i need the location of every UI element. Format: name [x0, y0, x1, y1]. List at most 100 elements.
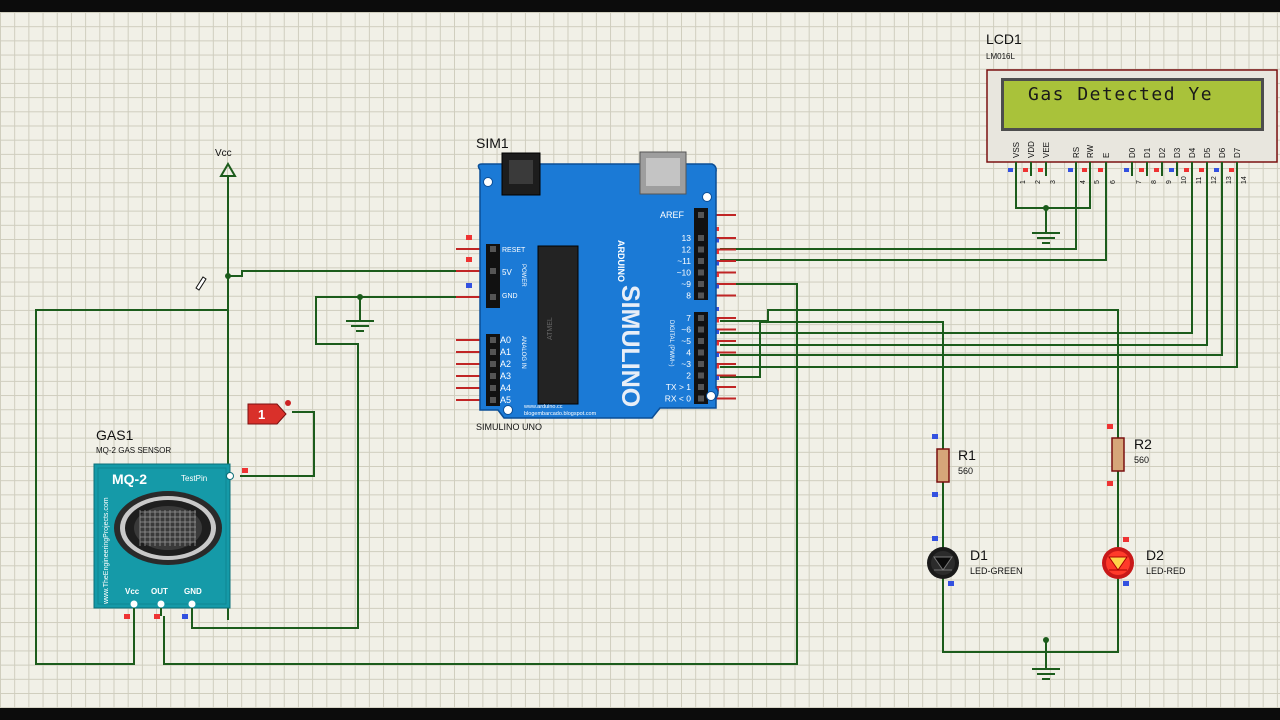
lcd-pin-name: VEE — [1042, 142, 1051, 158]
digital-pin-label: ~6 — [681, 325, 691, 335]
analog-pin-label: A0 — [500, 335, 511, 345]
sensor-side-url: www.TheEngineeringProjects.com — [103, 497, 110, 605]
wire-d6[interactable] — [720, 176, 1223, 356]
wire-d2-r1[interactable] — [720, 321, 944, 450]
digital-pin-label: 2 — [686, 371, 691, 381]
wire-gnd-sensor[interactable] — [191, 296, 360, 629]
lcd-pin-number: 4 — [1080, 180, 1087, 184]
power-label: POWER — [520, 264, 526, 287]
resistor-r2[interactable]: R2 560 — [1107, 424, 1152, 580]
url-arduino: www.arduino.cc — [523, 404, 563, 410]
digital-pin-label: 7 — [686, 313, 691, 323]
lcd-pin-number: 13 — [1226, 176, 1233, 184]
digital-pin-label: 12 — [682, 245, 692, 255]
lcd-pin-number: 12 — [1211, 176, 1218, 184]
lcd-pin-name: D2 — [1158, 147, 1167, 158]
gnd-label: GND — [502, 293, 518, 300]
gas-desc: MQ-2 GAS SENSOR — [96, 446, 171, 455]
ground-symbol-lcd — [1032, 232, 1060, 244]
lcd-pin-number: 7 — [1136, 180, 1143, 184]
led-d1-green[interactable]: D1 LED-GREEN — [927, 536, 1023, 586]
lcd-pin-name: D7 — [1233, 147, 1242, 158]
digital-pin-label: TX > 1 — [666, 382, 692, 392]
wires[interactable] — [35, 176, 1238, 668]
analog-pin-label: A4 — [500, 383, 511, 393]
lcd-screen — [1004, 81, 1261, 128]
lcd-pin-name: D3 — [1173, 147, 1182, 158]
arduino-brand: ARDUINO — [616, 240, 626, 282]
lcd-pin-name: D5 — [1203, 147, 1212, 158]
digital-pin-label: ~11 — [677, 256, 691, 266]
ground-symbol-leds — [1032, 668, 1060, 680]
wire-vcc-sensor[interactable] — [35, 309, 228, 665]
lcd-pin-name: VSS — [1012, 142, 1021, 158]
v5-label: 5V — [502, 268, 512, 277]
digital-pin-label: ~3 — [681, 359, 691, 369]
lcd-pin-number: 8 — [1151, 180, 1158, 184]
lcd-pin-name: RS — [1072, 147, 1081, 158]
lcd-pin-number: 11 — [1196, 177, 1203, 184]
digital-pin-label: ~9 — [681, 279, 691, 289]
schematic-canvas[interactable]: Vcc 1 SIM1 — [0, 12, 1280, 708]
led-d2-red[interactable]: D2 LED-RED — [1102, 537, 1186, 586]
wire-rs[interactable] — [720, 176, 1077, 250]
d2-desc: LED-RED — [1146, 566, 1186, 576]
analog-pin-label: A2 — [500, 359, 511, 369]
d1-ref: D1 — [970, 547, 988, 563]
pin-gnd-label: GND — [184, 587, 202, 596]
digital-pin-label: ~10 — [677, 268, 692, 278]
wire-d4[interactable] — [720, 176, 1193, 334]
junctions — [225, 205, 1049, 643]
digital-pin-label: 8 — [686, 291, 691, 301]
ground-symbol-arduino — [346, 320, 374, 332]
wire-d7-r2[interactable] — [720, 309, 1119, 450]
wire-testpin[interactable] — [240, 411, 315, 477]
wire-vcc-5v[interactable] — [228, 270, 478, 277]
gas-ref: GAS1 — [96, 427, 134, 443]
lcd-pin-number: 9 — [1166, 180, 1173, 184]
wire-d5[interactable] — [720, 176, 1208, 346]
wire-lcd-ground[interactable] — [1015, 176, 1091, 232]
digital-pin-label: RX < 0 — [665, 394, 691, 404]
pin-out-label: OUT — [151, 587, 168, 596]
lcd-pin-number: 14 — [1241, 176, 1248, 184]
wire-d7[interactable] — [720, 176, 1238, 368]
wire-led-return[interactable] — [942, 576, 1119, 653]
lcd-pin-number: 2 — [1035, 180, 1042, 184]
vcc-label: Vcc — [215, 148, 232, 159]
testpin-label: TestPin — [181, 474, 207, 483]
arduino-simulino[interactable]: SIM1 ATMEL RESET 5V GND POWER ANALOG IN … — [456, 135, 736, 432]
analog-pin-label: A3 — [500, 371, 511, 381]
lcd-lm016l[interactable]: LCD1 LM016L Gas Detected Ye VSS1VDD2VEE3… — [986, 31, 1278, 184]
lcd-pin-number: 3 — [1050, 180, 1057, 184]
probe-label: 1 — [258, 407, 265, 422]
r2-value: 560 — [1134, 455, 1149, 465]
wire-e[interactable] — [720, 176, 1107, 261]
d2-ref: D2 — [1146, 547, 1164, 563]
sim1-ref: SIM1 — [476, 135, 509, 151]
chip-label: ATMEL — [547, 317, 554, 340]
analog-pin-label: A1 — [500, 347, 511, 357]
lcd-display-text: Gas Detected Ye — [1028, 84, 1213, 105]
sensor-head-icon — [114, 491, 222, 565]
lcd-ref: LCD1 — [986, 31, 1022, 47]
r1-ref: R1 — [958, 447, 976, 463]
digital-pin-label: 4 — [686, 348, 691, 358]
wire-gnd-ground[interactable] — [359, 296, 478, 320]
lcd-pin-number: 1 — [1020, 180, 1027, 184]
lcd-pin-number: 6 — [1110, 180, 1117, 184]
vcc-terminal[interactable]: Vcc — [215, 148, 237, 177]
lcd-pin-name: D1 — [1143, 147, 1152, 158]
schematic-svg: Vcc 1 SIM1 — [35, 31, 1278, 680]
analog-pin-label: A5 — [500, 395, 511, 405]
mq2-gas-sensor[interactable]: GAS1 MQ-2 GAS SENSOR MQ-2 TestPin www.Th… — [93, 427, 248, 619]
lcd-pin-number: 5 — [1094, 180, 1101, 184]
lcd-pin-number: 10 — [1181, 176, 1188, 184]
lcd-pin-name: D4 — [1188, 147, 1197, 158]
aref-label: AREF — [660, 210, 685, 220]
sim1-name: SIMULINO UNO — [476, 422, 542, 432]
d1-desc: LED-GREEN — [970, 566, 1023, 576]
wire-out-d8[interactable] — [163, 283, 798, 665]
voltage-probe[interactable]: 1 — [247, 400, 291, 425]
simulino-logo: SIMULINO — [616, 285, 644, 407]
